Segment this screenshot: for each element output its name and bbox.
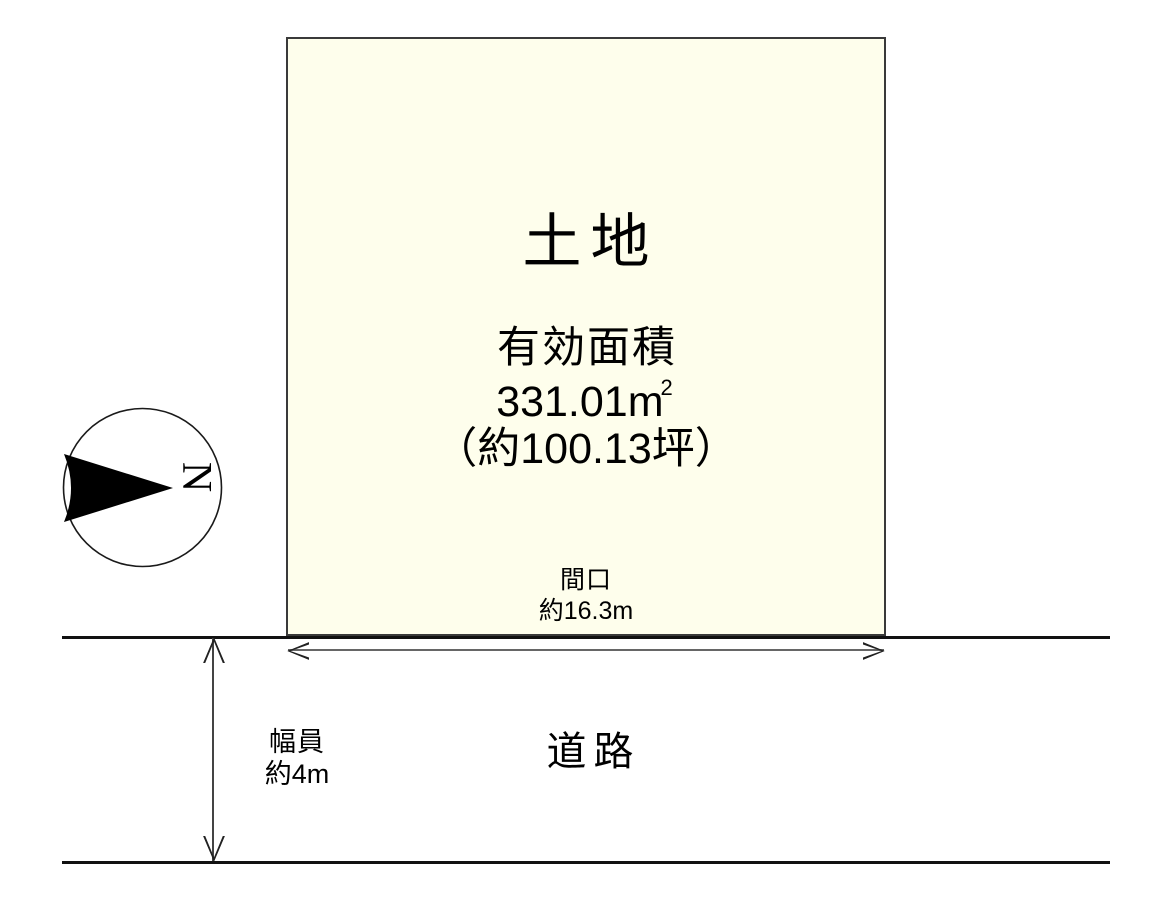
arrow-head-left-icon bbox=[287, 642, 309, 660]
road-width-dimension-arrow bbox=[203, 637, 225, 862]
compass-north-arrow-icon bbox=[62, 407, 223, 568]
road-width-value: 約4m bbox=[264, 758, 330, 789]
frontage-value: 約16.3m bbox=[538, 597, 634, 625]
road-width-label: 幅員 bbox=[269, 727, 325, 757]
parcel-area-tsubo: （約100.13坪） bbox=[434, 425, 738, 473]
road-boundary-line-bottom bbox=[62, 861, 1110, 864]
compass-north-letter: N bbox=[173, 461, 220, 493]
road-label: 道路 bbox=[546, 730, 641, 774]
road-width-caption: 幅員 約4m bbox=[232, 727, 362, 791]
arrow-head-up-icon bbox=[203, 637, 225, 663]
parcel-area-number: 331.01 bbox=[496, 378, 628, 426]
parcel-area-value: 331.01m2 bbox=[286, 376, 886, 426]
arrow-head-right-icon bbox=[863, 642, 885, 660]
parcel-title: 土地 bbox=[522, 209, 659, 275]
frontage-dimension-arrow bbox=[287, 642, 885, 660]
parcel-area-label: 有効面積 bbox=[497, 324, 677, 372]
arrow-head-down-icon bbox=[203, 836, 225, 862]
road-boundary-line-top bbox=[62, 636, 1110, 639]
frontage-label: 間口 bbox=[559, 566, 612, 594]
parcel-area-unit-superscript: 2 bbox=[660, 374, 673, 400]
land-parcel-shape bbox=[286, 37, 886, 636]
parcel-area-unit: m bbox=[627, 378, 664, 426]
